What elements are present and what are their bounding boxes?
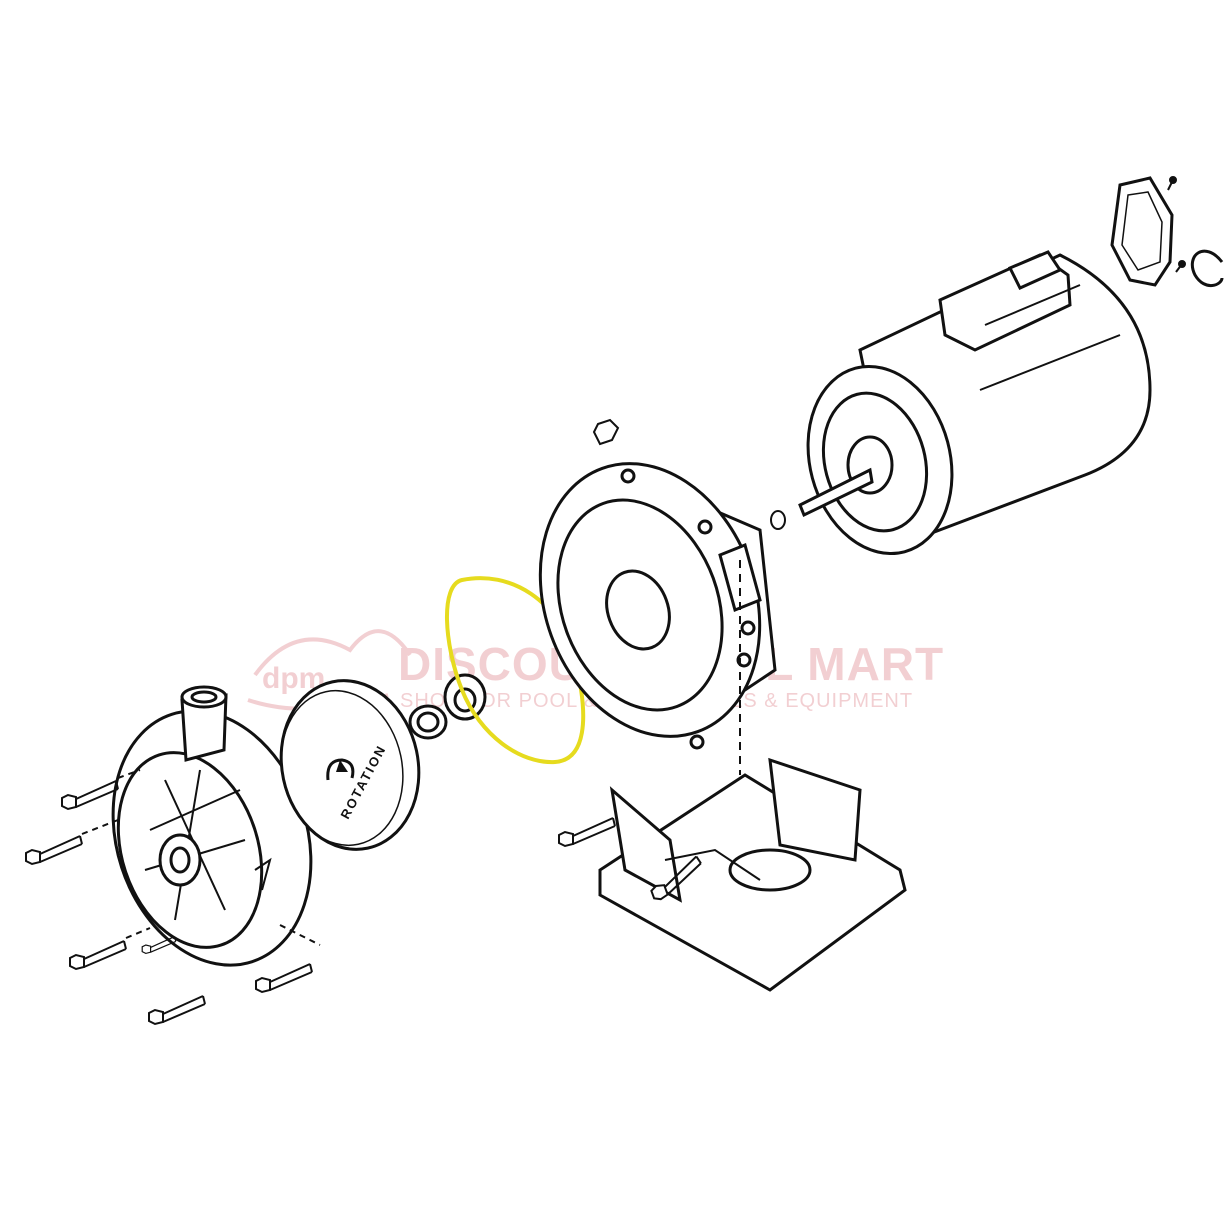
cover-screws [1167, 176, 1186, 273]
watermark-logo: dpm [247, 629, 412, 711]
motor-base [598, 560, 907, 992]
adapter-bolt [592, 418, 620, 446]
motor [798, 250, 1152, 556]
seal-plate-adapter [538, 462, 777, 750]
pump-housing [111, 685, 321, 967]
bolt-leader-lines [81, 769, 151, 939]
impeller: ROTATION [279, 679, 421, 851]
end-cover-clip [1190, 249, 1224, 287]
shaft-o-ring [770, 510, 786, 530]
shaft-seal-spring [408, 704, 448, 740]
end-cover [1110, 176, 1174, 287]
